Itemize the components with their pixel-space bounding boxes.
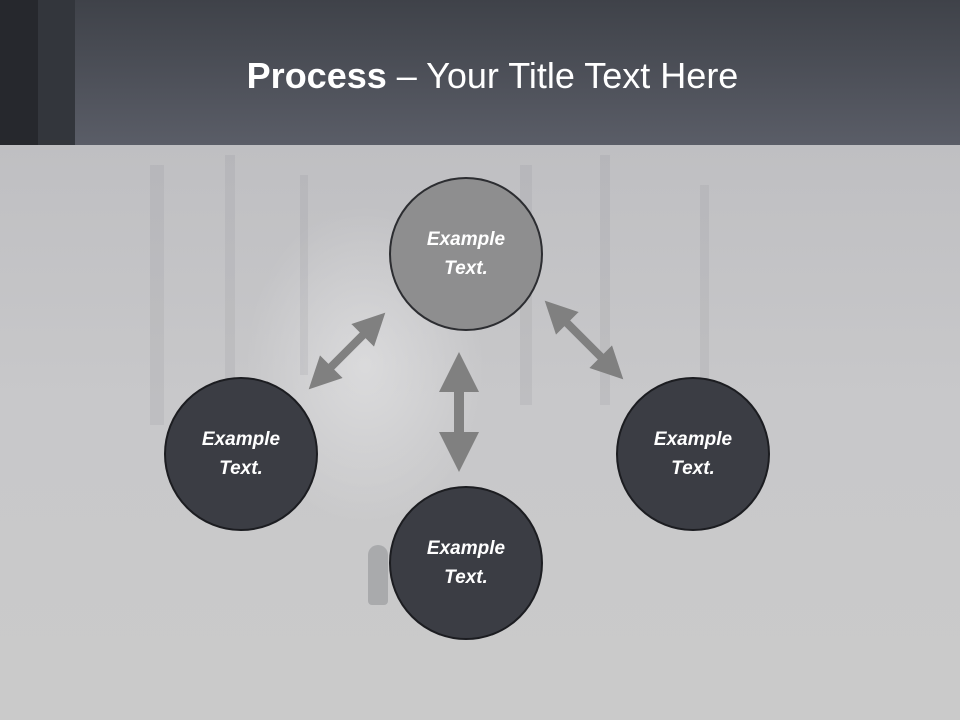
walking-figure-silhouette — [368, 545, 388, 605]
title-bold: Process — [246, 55, 387, 96]
process-node-top: Example Text. — [389, 177, 543, 331]
accent-strip-dark — [0, 0, 38, 145]
tree-silhouette — [300, 175, 308, 375]
title-bar: Process – Your Title Text Here — [0, 0, 960, 145]
page-title: Process – Your Title Text Here — [0, 54, 960, 98]
tree-silhouette — [600, 155, 610, 405]
title-rest: – Your Title Text Here — [386, 55, 739, 96]
node-label-right: Example Text. — [653, 429, 733, 479]
double-arrow-top-left — [308, 312, 386, 390]
process-node-bottom: Example Text. — [389, 486, 543, 640]
process-node-left: Example Text. — [164, 377, 318, 531]
tree-silhouette — [150, 165, 164, 425]
node-label-left: Example Text. — [201, 429, 281, 479]
tree-silhouette — [225, 155, 235, 385]
node-label-bottom: Example Text. — [426, 538, 506, 588]
node-label-top: Example Text. — [426, 229, 506, 279]
process-node-right: Example Text. — [616, 377, 770, 531]
accent-strip-mid — [38, 0, 75, 145]
tree-silhouette — [700, 185, 709, 385]
double-arrow-top-right — [544, 300, 624, 380]
